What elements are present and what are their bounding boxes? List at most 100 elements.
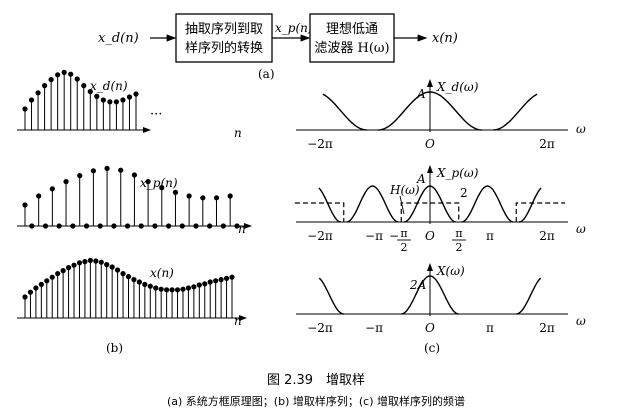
xp-sample-dot [90,168,96,174]
xp-sample-dot [36,193,42,199]
xp-sample-dot [166,223,172,229]
xp-sample-dot [77,173,83,179]
xp-sample-dot [234,223,240,229]
x-spectrum-label: X(ω) [436,264,465,278]
spectrum-x: X(ω) 2A −2π −π π 2π O ω [296,263,586,335]
x-sample-dot [125,274,132,280]
x-sample-dot [180,286,186,292]
xd-sample-dot [48,77,54,83]
x-tick-2pi: 2π [539,321,555,335]
xd-sample-dot [68,71,74,77]
x-sample-dot [65,265,72,271]
filter-label: H(ω) [389,183,420,197]
xp-sample-dot [29,223,35,229]
conversion-block-line2: 样序列的转换 [185,40,263,56]
xp-spectrum-label: X_p(ω) [436,166,479,180]
x-tick-pi: π [486,321,494,335]
pos-frac-den: 2 [456,241,463,254]
x-sample-dot [38,281,44,287]
x-origin: O [425,321,435,335]
lowpass-filter-response [294,202,566,222]
x-sample-dot [191,284,197,290]
conversion-block-line1: 抽取序列到取 [185,22,263,37]
x-sample-dot [207,279,213,285]
neg-frac-num: π [400,227,407,240]
x-sample-dot [164,287,170,293]
x-tick-neg2pi: −2π [307,321,333,335]
figure-caption-title: 图 2.39 增取样 [267,373,365,388]
x-sample-dot [169,287,175,293]
neg-frac-den: 2 [401,241,408,254]
xd-spectrum-curve [322,91,538,131]
xd-tick-neg2pi: −2π [307,137,333,151]
sequence-xd [17,69,151,133]
x-sample-dot [44,278,50,284]
filter-leader-line [399,195,405,215]
xp-sample-dot [131,172,138,178]
xd-amplitude-label: A [416,87,426,101]
xp-sample-dot [193,223,199,229]
subfigure-label-c: (c) [424,341,440,355]
xd-sample-dot [126,94,133,100]
xp-origin: O [425,229,435,243]
x-spectrum-curve [318,275,542,315]
x-sample-dot [218,277,224,283]
lowpass-block-line2: 滤波器 H(ω) [314,41,389,56]
xp-sample-dot [70,223,76,229]
subfigure-label-b: (b) [106,341,123,355]
xp-spectrum-curve [318,185,542,223]
xp-sample-dot [83,223,90,229]
input-signal-label: x_d(n) [98,31,139,46]
x-sample-dot [109,264,115,270]
pos-frac-num: π [455,227,462,240]
xp-tick-2pi: 2π [539,229,555,243]
x-sample-dot [120,271,126,277]
x-axis-label: n [234,314,242,328]
x-sample-dot [229,274,235,280]
xp-sample-dot [138,223,144,229]
x-sample-dot [174,287,181,293]
xd-sample-dot [22,106,28,112]
block-diagram: x_d(n) 抽取序列到取 样序列的转换 x_p(n) 理想低通 滤波器 H(ω… [98,13,458,81]
xd-sample-dot [107,99,113,105]
xp-axis-label: n [238,222,246,236]
xp-label: x_p(n) [140,176,178,190]
sequence-xp [17,165,252,229]
spectrum-xp: X_p(ω) A H(ω) 2 −2π −π π 2π O − π 2 π 2 … [294,165,586,254]
xp-sample-dot [200,195,206,201]
x-sample-dot [60,268,66,274]
panel-b-sequences: x_d(n) ··· n x_p(n) n x(n) n (b) [17,69,252,355]
x-sample-dot [158,286,164,292]
xp-sample-dot [56,223,62,229]
xp-sample-dot [111,223,117,229]
xp-sample-dot [159,185,165,191]
xd-sample-dot [55,72,61,78]
x-sample-dot [82,259,88,265]
xp-sample-dot [227,193,233,199]
neg-sign: − [389,229,399,243]
xp-sample-dot [213,195,220,201]
x-sample-dot [87,257,93,263]
x-sample-dot [27,289,34,295]
x-sample-dot [213,278,219,284]
x-sample-dot [33,285,39,291]
x-sample-dot [49,274,55,280]
xd-label: x_d(n) [90,79,128,93]
x-sample-dot [223,275,230,281]
lowpass-filter-block [309,13,395,63]
xd-sample-dot [35,90,41,96]
lowpass-block-line1: 理想低通 [326,21,378,37]
xp-axis-omega: ω [576,222,586,236]
xd-sample-dot [28,97,35,103]
xp-sample-dot [97,223,103,229]
xd-ellipsis: ··· [150,107,162,122]
xp-sample-dot [124,223,131,229]
xp-sample-dot [179,223,185,229]
x-sample-dot [147,283,153,289]
xd-sample-dot [81,83,87,89]
xd-sample-dot [133,91,139,97]
xd-sample-dot [74,76,80,82]
x-sample-dot [76,260,83,266]
x-sample-dot [196,282,202,288]
